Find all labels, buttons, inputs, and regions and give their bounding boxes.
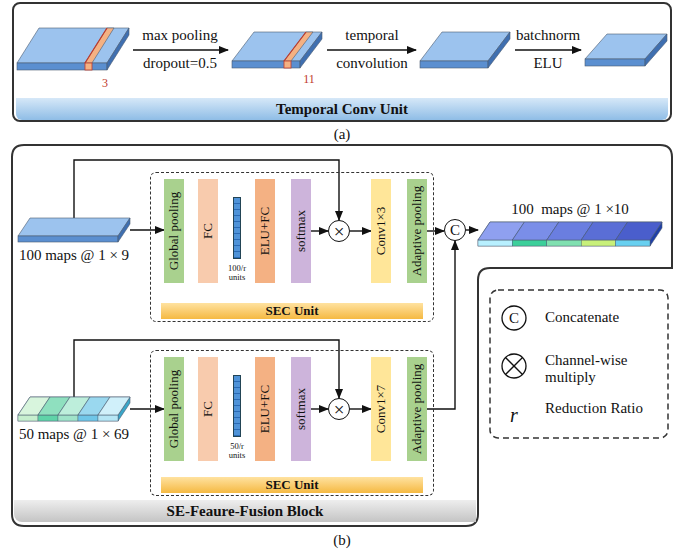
legend-text: Channel-wise multiply <box>545 352 663 387</box>
connector <box>427 241 455 409</box>
layer-name: softmax <box>293 210 309 252</box>
layer-block: softmax <box>291 357 311 461</box>
layer-name: FC <box>200 223 216 239</box>
map-size: 50 maps @ 1 × 69 <box>19 426 129 443</box>
operator-symbol: C <box>450 223 460 238</box>
operator-circle: C <box>444 219 466 241</box>
layer-block: FC <box>198 179 218 283</box>
layer-block: Adaptive pooling <box>407 357 427 461</box>
layer-block: FC <box>198 357 218 461</box>
sec-unit: SEC Unit Global pooling FC 100/r units ELU+F… <box>150 172 434 322</box>
step-label: 3 <box>102 76 108 91</box>
tensor-slab <box>232 32 322 68</box>
step-label: max pooling <box>142 27 217 44</box>
panel-outline <box>12 145 672 526</box>
layer-name: softmax <box>293 388 309 430</box>
layer-block: Global pooling <box>164 357 184 461</box>
feature-map: 50 maps @ 1 × 69 <box>18 397 130 421</box>
operator-symbol: × <box>334 400 345 419</box>
unit-title: SEC Unit <box>161 303 423 319</box>
layer-name: Adaptive pooling <box>409 186 425 277</box>
layer-name: Conv1×3 <box>373 207 389 256</box>
unit-vector: 50/r units <box>233 375 241 437</box>
step-label: ELU <box>533 55 562 72</box>
layer-name: FC <box>200 401 216 417</box>
step-label: 11 <box>303 72 315 87</box>
flow-arrow <box>515 49 581 50</box>
layer-block: Global pooling <box>164 179 184 283</box>
flow-arrow <box>133 49 228 50</box>
step-label: convolution <box>336 55 408 72</box>
layer-block: Adaptive pooling <box>407 179 427 283</box>
map-size: 100 maps @ 1 × 9 <box>19 247 129 264</box>
tensor-slab <box>585 34 667 66</box>
layer-block: ELU+FC <box>255 179 275 283</box>
unit-count: 100/r units <box>223 264 251 283</box>
layer-block: ELU+FC <box>255 357 275 461</box>
panel-title: Temporal Conv Unit <box>16 98 668 120</box>
tensor-slab <box>18 397 130 421</box>
panel: SE-Feaure-Fusion Block 100 maps @ 1 × 9 SE… <box>12 145 672 526</box>
unit-count: 50/r units <box>223 442 251 461</box>
unit-title: SEC Unit <box>161 477 423 493</box>
connector <box>350 230 371 231</box>
step-label: batchnorm <box>516 27 580 44</box>
flow-arrow <box>327 49 416 50</box>
layer-block: Conv1×3 <box>371 179 391 283</box>
multiply-symbol <box>502 354 526 378</box>
panel-title: SE-Feaure-Fusion Block <box>14 500 476 522</box>
connector <box>130 229 164 230</box>
connector <box>427 230 444 231</box>
operator-circle: × <box>328 398 350 420</box>
unit-vector: 100/r units <box>233 197 241 259</box>
legend-symbol: r <box>510 404 518 427</box>
connector <box>311 230 328 231</box>
feature-map: 100 maps @ 1 × 9 <box>18 218 130 242</box>
connector <box>311 408 328 409</box>
tensor-slab <box>478 222 662 246</box>
sec-unit: SEC Unit Global pooling FC 50/r units ELU+FC… <box>150 350 434 496</box>
connector <box>350 408 371 409</box>
layer-name: Global pooling <box>166 370 182 448</box>
operator-symbol: × <box>334 222 345 241</box>
layer-name: Adaptive pooling <box>409 364 425 455</box>
connector <box>466 229 478 230</box>
concat-symbol <box>502 306 526 330</box>
step-label: temporal <box>345 27 398 44</box>
legend-text: Concatenate <box>545 309 663 326</box>
map-size: 100 maps @ 1 ×10 <box>511 201 629 218</box>
layer-block: Conv1×7 <box>371 357 391 461</box>
layer-name: Conv1×7 <box>373 385 389 434</box>
operator-circle: × <box>328 220 350 242</box>
legend-symbol: C <box>509 309 519 327</box>
slab-shape <box>18 397 130 421</box>
feature-map: 100 maps @ 1 ×10 <box>478 222 662 246</box>
connector <box>130 408 164 409</box>
layer-name: ELU+FC <box>257 385 273 434</box>
step-label: dropout=0.5 <box>143 55 217 72</box>
legend-box <box>490 290 668 438</box>
panel-label: (b) <box>333 532 351 549</box>
layer-name: Global pooling <box>166 192 182 270</box>
tensor-slab <box>17 28 129 70</box>
slab-shape <box>18 218 130 242</box>
layer-block: softmax <box>291 179 311 283</box>
tensor-slab <box>18 218 130 242</box>
panel-label: (a) <box>334 126 351 143</box>
layer-name: ELU+FC <box>257 207 273 256</box>
legend-text: Reduction Ratio <box>545 400 663 417</box>
slab-shape <box>478 222 662 246</box>
tensor-slab <box>420 32 510 68</box>
